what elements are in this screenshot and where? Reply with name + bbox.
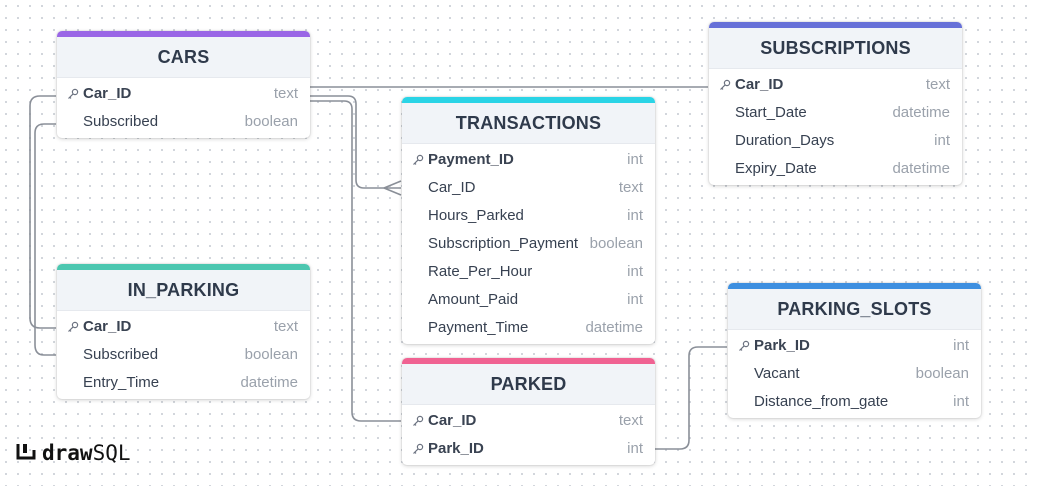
column-type: datetime	[581, 314, 643, 342]
column-name: Car_ID	[428, 412, 477, 429]
key-icon	[719, 71, 733, 99]
column-row[interactable]: Start_Date datetime	[709, 99, 962, 127]
column-name: Subscription_Payment	[428, 235, 579, 252]
column-row[interactable]: Car_ID text	[709, 71, 962, 99]
column-name: Distance_from_gate	[754, 393, 889, 410]
column-type: boolean	[585, 230, 643, 258]
key-icon	[412, 146, 426, 174]
logo-text-suffix: SQL	[92, 441, 131, 465]
column-name: Vacant	[754, 365, 800, 382]
column-name: Car_ID	[83, 85, 132, 102]
table-title[interactable]: TRANSACTIONS	[402, 103, 655, 144]
column-row[interactable]: Subscribed boolean	[57, 108, 310, 136]
column-type: int	[930, 127, 950, 155]
link-parked-parkingslots	[655, 346, 727, 450]
column-row[interactable]: Subscription_Payment boolean	[402, 230, 655, 258]
column-name: Subscribed	[83, 113, 159, 130]
column-row[interactable]: Distance_from_gate int	[728, 388, 981, 416]
column-row[interactable]: Subscribed boolean	[57, 341, 310, 369]
column-name: Amount_Paid	[428, 291, 519, 308]
key-icon	[738, 332, 752, 360]
table-color-bar	[57, 31, 310, 37]
column-name: Hours_Parked	[428, 207, 524, 224]
table-title[interactable]: CARS	[57, 37, 310, 78]
column-type: text	[921, 71, 950, 99]
column-type: int	[623, 286, 643, 314]
link-cars-transactions	[310, 95, 401, 189]
column-type: text	[269, 313, 298, 341]
column-type: text	[269, 80, 298, 108]
column-row[interactable]: Park_ID int	[402, 435, 655, 463]
column-name: Duration_Days	[735, 132, 835, 149]
column-name: Start_Date	[735, 104, 807, 121]
table-title[interactable]: PARKING_SLOTS	[728, 289, 981, 330]
column-row[interactable]: Rate_Per_Hour int	[402, 258, 655, 286]
table-parking-slots[interactable]: PARKING_SLOTS Park_ID int Vacant boolean…	[728, 283, 981, 418]
column-type: datetime	[236, 369, 298, 397]
link-cars-parked	[310, 100, 401, 422]
table-subscriptions[interactable]: SUBSCRIPTIONS Car_ID text Start_Date dat…	[709, 22, 962, 185]
logo-text-prefix: draw	[42, 441, 93, 465]
column-name: Payment_Time	[428, 319, 529, 336]
link-cars-inparking-2	[34, 123, 56, 356]
column-name: Car_ID	[428, 179, 476, 196]
column-name: Park_ID	[754, 337, 810, 354]
column-name: Entry_Time	[83, 374, 160, 391]
table-transactions[interactable]: TRANSACTIONS Payment_ID int Car_ID text …	[402, 97, 655, 344]
drawsql-logo-icon	[16, 441, 36, 466]
column-row[interactable]: Hours_Parked int	[402, 202, 655, 230]
table-color-bar	[728, 283, 981, 289]
column-name: Payment_ID	[428, 151, 514, 168]
table-color-bar	[402, 97, 655, 103]
column-row[interactable]: Duration_Days int	[709, 127, 962, 155]
column-type: text	[614, 174, 643, 202]
column-name: Park_ID	[428, 440, 484, 457]
column-row[interactable]: Amount_Paid int	[402, 286, 655, 314]
table-title[interactable]: PARKED	[402, 364, 655, 405]
column-type: int	[623, 258, 643, 286]
column-type: int	[949, 332, 969, 360]
column-type: boolean	[911, 360, 969, 388]
column-type: datetime	[888, 155, 950, 183]
column-row[interactable]: Car_ID text	[57, 80, 310, 108]
column-row[interactable]: Park_ID int	[728, 332, 981, 360]
column-row[interactable]: Vacant boolean	[728, 360, 981, 388]
table-color-bar	[709, 22, 962, 28]
column-row[interactable]: Car_ID text	[402, 407, 655, 435]
column-row[interactable]: Car_ID text	[57, 313, 310, 341]
link-cars-inparking-1	[29, 95, 56, 329]
column-name: Car_ID	[735, 76, 784, 93]
table-title[interactable]: IN_PARKING	[57, 270, 310, 311]
column-name: Car_ID	[83, 318, 132, 335]
column-type: int	[949, 388, 969, 416]
column-name: Rate_Per_Hour	[428, 263, 533, 280]
column-type: int	[623, 202, 643, 230]
column-name: Expiry_Date	[735, 160, 817, 177]
crowfoot-transactions	[383, 180, 402, 196]
column-type: datetime	[888, 99, 950, 127]
table-color-bar	[57, 264, 310, 270]
key-icon	[67, 80, 81, 108]
table-title[interactable]: SUBSCRIPTIONS	[709, 28, 962, 69]
column-row[interactable]: Payment_ID int	[402, 146, 655, 174]
table-color-bar	[402, 358, 655, 364]
column-type: int	[623, 146, 643, 174]
column-type: int	[623, 435, 643, 463]
table-in-parking[interactable]: IN_PARKING Car_ID text Subscribed boolea…	[57, 264, 310, 399]
key-icon	[67, 313, 81, 341]
column-name: Subscribed	[83, 346, 159, 363]
column-row[interactable]: Payment_Time datetime	[402, 314, 655, 342]
column-row[interactable]: Car_ID text	[402, 174, 655, 202]
column-row[interactable]: Entry_Time datetime	[57, 369, 310, 397]
column-row[interactable]: Expiry_Date datetime	[709, 155, 962, 183]
column-type: text	[614, 407, 643, 435]
table-cars[interactable]: CARS Car_ID text Subscribed boolean	[57, 31, 310, 138]
column-type: boolean	[240, 341, 298, 369]
key-icon	[412, 407, 426, 435]
key-icon	[412, 435, 426, 463]
column-type: boolean	[240, 108, 298, 136]
table-parked[interactable]: PARKED Car_ID text Park_ID int	[402, 358, 655, 465]
